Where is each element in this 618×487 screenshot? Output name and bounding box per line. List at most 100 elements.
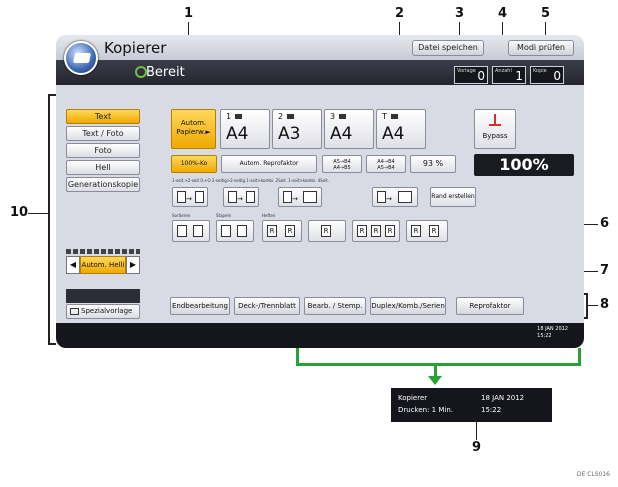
- shortcut-ratio-1-top: A5→B4: [333, 159, 351, 165]
- tray-1-size: A4: [226, 124, 249, 144]
- page-icon: [195, 191, 204, 203]
- bypass-label: Bypass: [482, 132, 508, 140]
- density-darker-button[interactable]: ▶: [126, 256, 140, 274]
- auto-paper-select-button[interactable]: Autom. Papierw.►: [171, 109, 216, 149]
- arrow-down-icon: [428, 376, 442, 385]
- page-icon: [246, 191, 255, 203]
- create-margin-button[interactable]: Rand erstellen: [430, 187, 476, 207]
- tab-reproduction-ratio[interactable]: Reprofaktor: [456, 297, 524, 315]
- counter-originals: Vorlage 0: [454, 66, 488, 84]
- bracket-8: [580, 293, 588, 319]
- staple-icon: R: [267, 225, 277, 237]
- leader-7: [582, 271, 598, 272]
- density-lighter-button[interactable]: ◀: [66, 256, 80, 274]
- mode-photo-button[interactable]: Foto: [66, 143, 140, 158]
- tray-2-number: 2: [278, 112, 284, 121]
- shortcut-ratio-1-bottom: A4→B5: [333, 165, 351, 171]
- callout-10: 10: [10, 205, 29, 220]
- counter-originals-label: Vorlage: [457, 68, 476, 74]
- auto-reduce-enlarge-button[interactable]: Autom. Reprofaktor: [221, 155, 317, 173]
- counter-quantity-label: Anzahl: [495, 68, 512, 74]
- staple-icon: R: [429, 225, 439, 237]
- sort-button[interactable]: [172, 220, 210, 242]
- zoom-app-name: Kopierer: [398, 394, 428, 402]
- mode-text-button[interactable]: Text: [66, 109, 140, 124]
- page-icon: [398, 191, 412, 203]
- tab-edit-stamp[interactable]: Bearb. / Stemp.: [304, 297, 366, 315]
- zoom-print-time: Drucken: 1 Min.: [398, 406, 454, 414]
- zoom-bracket-bottom: [296, 363, 581, 366]
- arrow-right-icon: →: [186, 195, 192, 203]
- mode-text-photo-button[interactable]: Text / Foto: [66, 126, 140, 141]
- stack-icon: [221, 225, 231, 237]
- combine-2-button[interactable]: →: [278, 187, 322, 207]
- counter-copies: Kopie 0: [530, 66, 564, 84]
- stack-label: Stapeln: [216, 213, 232, 218]
- arrow-right-icon: →: [292, 195, 298, 203]
- combine-4-button[interactable]: →: [372, 187, 418, 207]
- tray-1-button[interactable]: 1 A4: [220, 109, 270, 149]
- staple-top-button[interactable]: R: [308, 220, 346, 242]
- staple-left-button[interactable]: R R: [262, 220, 302, 242]
- staple-double-button[interactable]: R R R: [352, 220, 400, 242]
- full-size-button[interactable]: 100%-Ko: [171, 155, 217, 173]
- page-icon: [377, 191, 386, 203]
- save-file-button[interactable]: Datei speichen: [412, 40, 484, 56]
- copier-icon: [64, 41, 98, 75]
- duplex-1-2-button[interactable]: →: [172, 187, 208, 207]
- bypass-tray-icon: [489, 114, 501, 126]
- mode-pale-button[interactable]: Hell: [66, 160, 140, 175]
- tray-2-size: A3: [278, 124, 301, 144]
- bypass-button[interactable]: Bypass: [474, 109, 516, 149]
- leader-8: [588, 305, 598, 306]
- stack-button[interactable]: [216, 220, 254, 242]
- tab-finishing[interactable]: Endbearbeitung: [170, 297, 230, 315]
- duplex-2-2-button[interactable]: →: [223, 187, 259, 207]
- special-original-button[interactable]: Spezialvorlage: [66, 304, 140, 319]
- arrow-right-icon: →: [386, 195, 392, 203]
- leader-3: [459, 22, 460, 38]
- staple-icon: R: [357, 225, 367, 237]
- tray-2-button[interactable]: 2 A3: [272, 109, 322, 149]
- ratio-display: 100%: [474, 154, 574, 176]
- arrow-right-icon: →: [237, 195, 243, 203]
- tray-icon: [287, 114, 294, 119]
- tray-t-button[interactable]: T A4: [376, 109, 426, 149]
- status-text: Bereit: [146, 65, 185, 80]
- tab-duplex-combine[interactable]: Duplex/Komb./Serien: [370, 297, 446, 315]
- staple-center-button[interactable]: R R: [406, 220, 448, 242]
- staple-icon: R: [285, 225, 295, 237]
- staple-icon: R: [385, 225, 395, 237]
- shortcut-ratio-3-button[interactable]: 93 %: [410, 155, 456, 173]
- special-original-icon: [70, 308, 79, 315]
- auto-density-button[interactable]: Autom. Helli: [80, 256, 126, 274]
- zoom-date: 18 JAN 2012: [481, 394, 525, 402]
- counter-copies-value: 0: [553, 69, 561, 83]
- app-title: Kopierer: [104, 39, 167, 57]
- check-modes-button[interactable]: Modi prüfen: [508, 40, 574, 56]
- sort-icon: [177, 225, 187, 237]
- special-original-indicator: [66, 289, 140, 303]
- staple-icon: R: [321, 225, 331, 237]
- tray-icon: [235, 114, 242, 119]
- page-icon: [283, 191, 292, 203]
- sort-label: Sortieren: [172, 213, 191, 218]
- tab-cover-slip[interactable]: Deck-/Trennblatt: [234, 297, 300, 315]
- leader-9: [476, 416, 477, 440]
- stack-icon: [237, 225, 247, 237]
- tray-3-button[interactable]: 3 A4: [324, 109, 374, 149]
- status-date: 18 JAN 2012: [537, 326, 568, 332]
- zoom-bracket-left: [296, 348, 299, 366]
- zoom-bracket-right: [578, 348, 581, 366]
- duplex-labels: 1-seit.>2-seit 0.+O 2-seitig>2-seitig 1-…: [172, 178, 330, 183]
- callout-5: 5: [541, 6, 551, 21]
- zoomed-status-bar: Kopierer Drucken: 1 Min. 18 JAN 2012 15:…: [391, 388, 552, 422]
- mode-generation-copy-button[interactable]: Generationskopie: [66, 177, 140, 192]
- leader-10: [28, 213, 48, 214]
- bracket-10: [48, 94, 56, 345]
- shortcut-ratio-2-top: A4→B4: [377, 159, 395, 165]
- status-time: 15:22: [537, 333, 552, 339]
- zoom-time: 15:22: [481, 406, 502, 414]
